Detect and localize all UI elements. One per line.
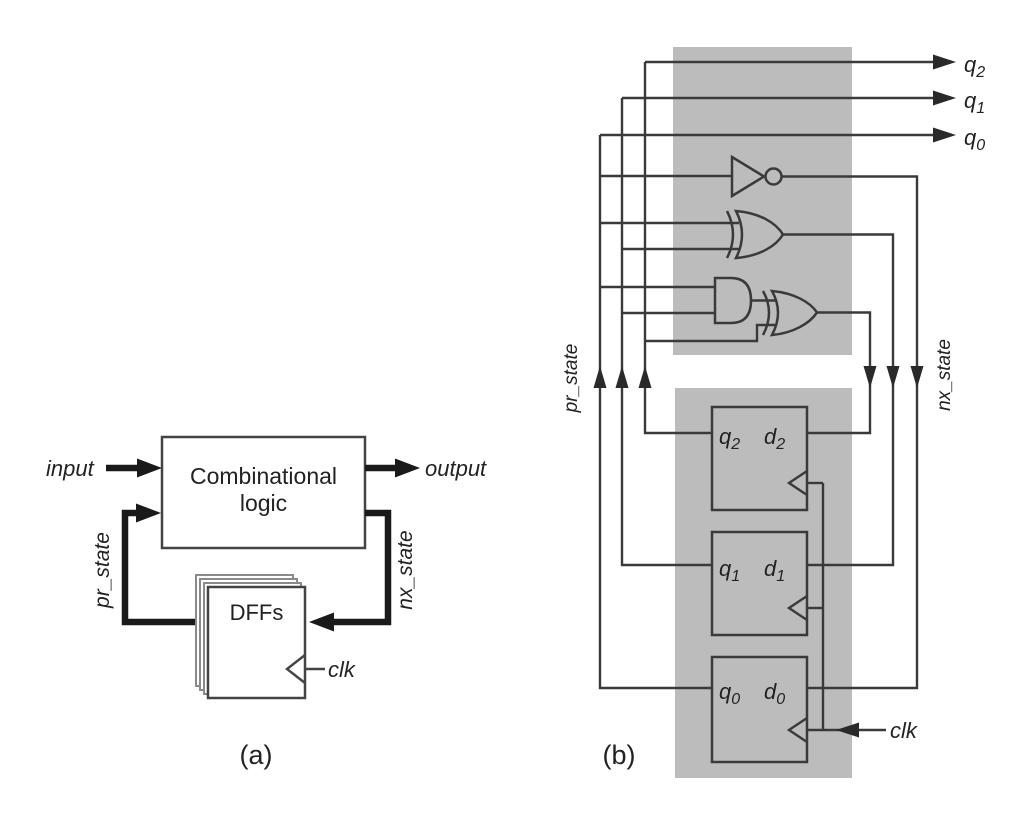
arrowhead-down-icon (886, 366, 900, 388)
nx-state-feedback (309, 509, 392, 632)
combinational-label-line1: Combinational (190, 463, 337, 489)
d-sub: 1 (776, 568, 785, 585)
flip-flop-q1: q1 d1 (710, 530, 823, 637)
clock-triangle-icon (786, 717, 808, 743)
xor-body-icon (769, 289, 819, 337)
ff-q-label: q2 (719, 424, 740, 453)
d-base: d (764, 556, 777, 581)
arrowhead-left-icon (836, 722, 859, 738)
pr-state-bus (593, 54, 956, 690)
combinational-logic-block (160, 435, 367, 550)
arrowhead-right-icon (933, 90, 956, 106)
d-sub: 2 (775, 436, 785, 453)
nx0-wire (781, 175, 919, 690)
nx1-wire (783, 233, 895, 567)
arrowhead-up-icon (593, 366, 607, 388)
dffs-block: DFFs (195, 574, 325, 700)
xor-back-arc-icon (725, 210, 735, 259)
q-base: q (719, 556, 732, 581)
arrowhead-left-icon (309, 612, 334, 632)
d-sub: 0 (776, 691, 785, 708)
flip-flop-q0: q0 d0 (710, 655, 809, 764)
q2-base: q (964, 52, 977, 77)
q2-vertical-wire (643, 62, 712, 435)
ff-box (710, 405, 809, 512)
q2-sub: 2 (975, 64, 985, 81)
q-sub: 2 (730, 436, 740, 453)
input-arrow (106, 458, 162, 478)
xor-back-arc-icon (761, 290, 771, 336)
clock-triangle-icon (786, 470, 808, 496)
output-label: output (425, 456, 487, 481)
ff-box (710, 530, 809, 637)
output-arrow (365, 458, 420, 478)
q-sub: 0 (731, 691, 740, 708)
q1-output-label: q1 (964, 88, 985, 117)
ff-q-label: q0 (719, 679, 740, 708)
d-base: d (764, 424, 777, 449)
ff-d-label: d0 (764, 679, 785, 708)
arrowhead-right-icon (395, 458, 420, 478)
q0-base: q (964, 125, 977, 150)
ff-q-label: q1 (719, 556, 740, 585)
clock-triangle-icon (786, 595, 808, 621)
ff-d-label: d2 (764, 424, 785, 453)
d-base: d (764, 679, 777, 704)
arrowhead-right-icon (933, 54, 956, 70)
caption-a: (a) (240, 740, 273, 770)
clk-label: clk (328, 657, 356, 682)
flip-flop-q2: q2 d2 (710, 405, 823, 512)
dff-sheet-front (206, 585, 307, 700)
wire (332, 509, 392, 626)
q-base: q (719, 679, 732, 704)
ff-d-label: d1 (764, 556, 785, 585)
clk-label: clk (890, 718, 918, 743)
pr-state-label: pr_state (561, 344, 582, 414)
xor-gate-1 (725, 209, 785, 260)
arrowhead-down-icon (863, 366, 877, 388)
input-label: input (46, 456, 95, 481)
panel-b: q2 q1 q0 pr_state nx_state (561, 47, 985, 778)
ff-box (710, 655, 809, 764)
q1-vertical-wire (620, 98, 712, 567)
arrowhead-right-icon (933, 127, 956, 143)
panel-a: Combinational logic input output nx_stat… (46, 435, 487, 770)
clock-net (807, 483, 886, 738)
not-triangle-icon (730, 154, 767, 199)
q-base: q (719, 424, 732, 449)
xor-gate-2 (761, 289, 819, 337)
q-sub: 1 (731, 568, 740, 585)
nx-state-bus (781, 175, 924, 690)
arrowhead-right-icon (136, 503, 161, 523)
arrowhead-right-icon (137, 458, 162, 478)
q2-output-label: q2 (964, 52, 985, 81)
caption-b: (b) (603, 740, 636, 770)
nx-state-label: nx_state (394, 530, 417, 609)
pr-state-label: pr_state (91, 532, 114, 609)
clock-triangle-icon (285, 654, 306, 684)
and-gate (713, 276, 777, 325)
q0-vertical-wire (598, 135, 712, 690)
dffs-label: DFFs (230, 600, 284, 625)
combinational-label-line2: logic (240, 490, 287, 516)
q1-sub: 1 (976, 100, 985, 117)
pr-state-feedback (121, 503, 202, 626)
arrowhead-up-icon (638, 366, 652, 388)
arrowhead-up-icon (615, 366, 629, 388)
nx-state-label: nx_state (934, 339, 955, 411)
q0-sub: 0 (976, 137, 985, 154)
q0-output-label: q0 (964, 125, 985, 154)
arrowhead-down-icon (910, 366, 924, 388)
xor-body-icon (733, 209, 785, 260)
wire (121, 509, 202, 626)
combinational-shaded-region (673, 47, 852, 355)
q1-base: q (964, 88, 977, 113)
